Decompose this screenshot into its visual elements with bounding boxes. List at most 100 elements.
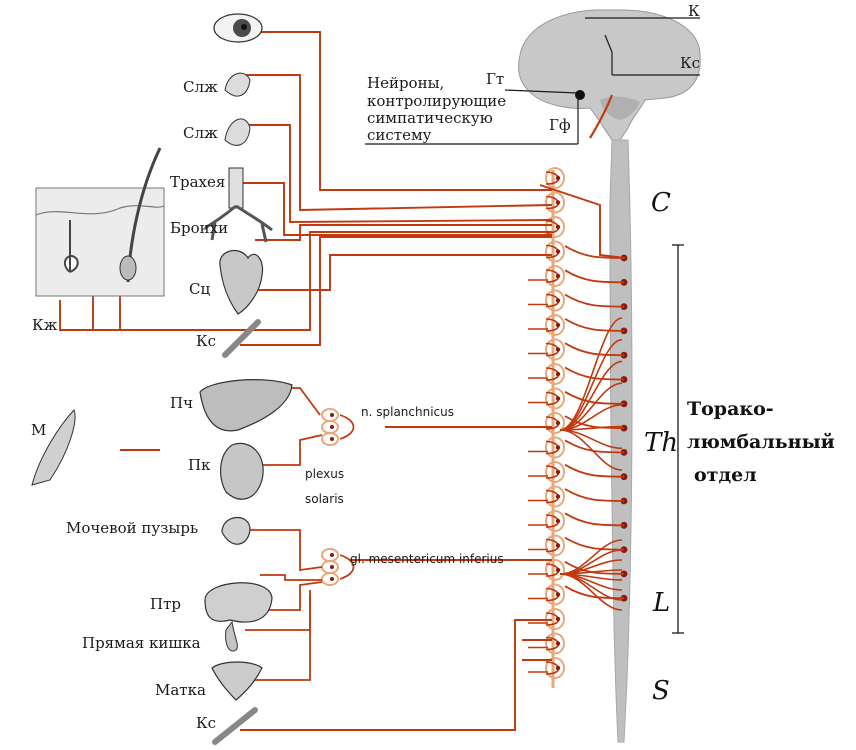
label-n-splanchnicus: n. splanchnicus <box>361 406 454 418</box>
ganglion-dot <box>556 298 560 302</box>
label-gl-mesentericum: gl. mesentericum inferius <box>350 553 504 565</box>
ganglion-dot <box>556 641 560 645</box>
skin-section <box>36 148 164 296</box>
visceral-fiber <box>260 435 322 465</box>
salivary-gland-1 <box>225 73 250 96</box>
label-heart: Сц <box>189 282 210 297</box>
skin-block <box>36 188 164 296</box>
label-rectum: Прямая кишка <box>82 636 201 651</box>
kidney <box>221 443 264 499</box>
chain-ganglion <box>546 438 564 458</box>
hypothalamus-dot <box>575 90 585 100</box>
salivary-gland-2 <box>225 119 250 145</box>
ganglion-dot <box>556 445 560 449</box>
kidney-shape <box>221 443 264 499</box>
chain-ganglion <box>546 193 564 213</box>
bladder-shape <box>222 517 250 544</box>
chain-ganglion <box>546 315 564 335</box>
liver-shape <box>200 380 292 431</box>
label-intestine: Птр <box>150 597 181 612</box>
intestine-shape <box>205 583 272 622</box>
ganglion-dot <box>556 666 560 670</box>
heart <box>220 251 263 314</box>
chain-ganglion <box>546 658 564 678</box>
ganglion-dot <box>556 617 560 621</box>
chain-ganglion <box>546 168 564 188</box>
postganglionic-fiber <box>240 237 552 345</box>
label-solaris: solaris <box>305 493 344 505</box>
region-line2: люмбальный <box>687 431 835 455</box>
uterus <box>212 662 262 700</box>
ganglion-dot <box>556 274 560 278</box>
plexus-fibers <box>340 415 354 439</box>
ganglion-dot <box>556 568 560 572</box>
chain-ganglion <box>546 634 564 654</box>
label-neurons-line3: симпатическую <box>367 111 493 126</box>
ganglion-dot <box>330 553 334 557</box>
label-k: К <box>688 4 700 19</box>
eye <box>214 14 262 42</box>
label-skin: Кж <box>32 318 57 333</box>
region-line1: Торако- <box>687 398 774 422</box>
ganglion-dot <box>556 396 560 400</box>
ganglion-dot <box>330 577 334 581</box>
trachea-tube <box>229 168 243 208</box>
chain-ganglion <box>546 340 564 360</box>
ganglion-dot <box>556 494 560 498</box>
ganglion-dot <box>330 413 334 417</box>
label-neurons-line4: систему <box>367 128 431 143</box>
ganglion-dot <box>556 200 560 204</box>
chain-ganglion <box>546 242 564 262</box>
ganglion-dot <box>556 592 560 596</box>
sympathetic-trunk <box>546 168 564 688</box>
urinary-bladder <box>222 517 250 544</box>
label-gf: Гф <box>549 118 571 133</box>
chain-ganglion <box>546 364 564 384</box>
segment-sacral: S <box>652 678 670 704</box>
chain-ganglion <box>546 291 564 311</box>
label-trachea: Трахея <box>170 175 225 190</box>
label-ks-brain: Кс <box>680 56 700 71</box>
label-muscle: М <box>31 423 46 438</box>
ganglion-dot <box>556 421 560 425</box>
visceral-fiber <box>240 530 322 570</box>
label-liver: Пч <box>170 396 193 411</box>
chain-ganglion <box>546 389 564 409</box>
label-ks-vessel-1: Кс <box>196 334 216 349</box>
rectum <box>226 622 238 651</box>
ganglion-dot <box>330 425 334 429</box>
segment-cervical: C <box>651 190 671 216</box>
blood-vessel-2 <box>215 710 255 742</box>
label-neurons-line1: Нейроны, <box>367 76 444 91</box>
organs <box>32 14 292 742</box>
segment-thoracic: Th <box>644 430 678 456</box>
hair-follicle <box>120 256 136 280</box>
ganglion-dot <box>556 470 560 474</box>
label-plexus: plexus <box>305 468 344 480</box>
chain-ganglion <box>546 511 564 531</box>
nerve-fibers <box>60 32 627 730</box>
ganglion-dot <box>330 565 334 569</box>
chain-ganglion <box>546 487 564 507</box>
gland-shape <box>225 73 250 96</box>
label-bladder: Мочевой пузырь <box>66 521 198 536</box>
label-slzh-1: Слж <box>183 80 218 95</box>
chain-ganglion <box>546 609 564 629</box>
intestine <box>205 583 272 622</box>
chain-ganglion <box>546 585 564 605</box>
visceral-fiber <box>265 582 322 610</box>
gland-shape <box>225 119 250 145</box>
label-kidney: Пк <box>188 458 210 473</box>
chain-ganglion <box>546 266 564 286</box>
postganglionic-fiber <box>240 620 552 730</box>
eye-pupil <box>241 24 247 30</box>
label-slzh-2: Слж <box>183 126 218 141</box>
spinal-cord <box>610 140 632 742</box>
uterus-shape <box>212 662 262 700</box>
ganglion-dot <box>556 519 560 523</box>
liver <box>200 380 292 431</box>
label-neurons-line2: контролирующие <box>367 94 506 109</box>
blood-vessel-1 <box>225 322 258 355</box>
label-ks-vessel-2: Кс <box>196 716 216 731</box>
ganglion-dot <box>556 372 560 376</box>
